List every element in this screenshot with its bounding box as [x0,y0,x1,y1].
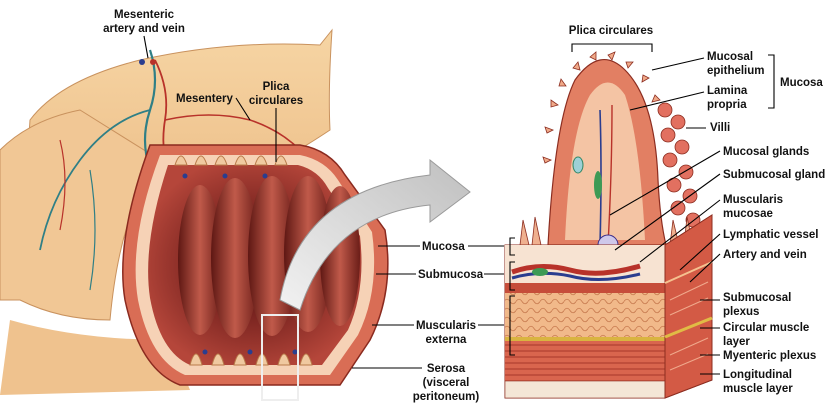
label-mucosal-epi-1: Mucosal [707,51,753,63]
label-lamina-1: Lamina [707,85,748,97]
label-submucosal-gland: Submucosal gland [723,169,825,181]
bracket-mucosa [768,55,774,108]
label-mesentery: Mesentery [176,93,233,105]
label-myenteric: Myenteric plexus [723,350,816,362]
label-mucosal-epi-2: epithelium [707,65,765,77]
label-villi: Villi [710,122,730,134]
label-serosa-1: Serosa [427,363,466,375]
label-mucosa-group: Mucosa [780,77,823,89]
intestine-cross-section [123,145,388,400]
label-lamina-2: propria [707,99,747,111]
label-mesenteric-2: artery and vein [103,23,185,35]
label-mesenteric-1: Mesenteric [114,9,175,21]
label-submucosa-mid: Submucosa [418,269,484,281]
label-artery-vein: Artery and vein [723,249,807,261]
label-lymphatic: Lymphatic vessel [723,229,818,241]
label-mucosa-mid: Mucosa [422,241,465,253]
label-plica-2: circulares [249,95,303,107]
label-plica-1: Plica [263,81,290,93]
label-plica-top: Plica circulares [569,25,653,37]
label-longitudinal-2: muscle layer [723,383,793,395]
label-longitudinal-1: Longitudinal [723,369,792,381]
label-serosa-2: (visceral [423,377,470,389]
leader-mesenteric [144,36,148,58]
label-musc-mucosae-2: mucosae [723,208,773,220]
label-muscularis-1: Muscularis [416,320,476,332]
bracket-plica-top [572,44,652,52]
label-mucosal-glands: Mucosal glands [723,146,809,158]
label-serosa-3: peritoneum) [413,391,480,403]
label-submucosal-plexus-2: plexus [723,306,759,318]
wall-block [505,52,712,398]
label-musc-mucosae-1: Muscularis [723,194,783,206]
label-submucosal-plexus-1: Submucosal [723,292,791,304]
label-circular-2: layer [723,336,750,348]
label-circular-1: Circular muscle [723,322,809,334]
label-muscularis-2: externa [426,334,468,346]
